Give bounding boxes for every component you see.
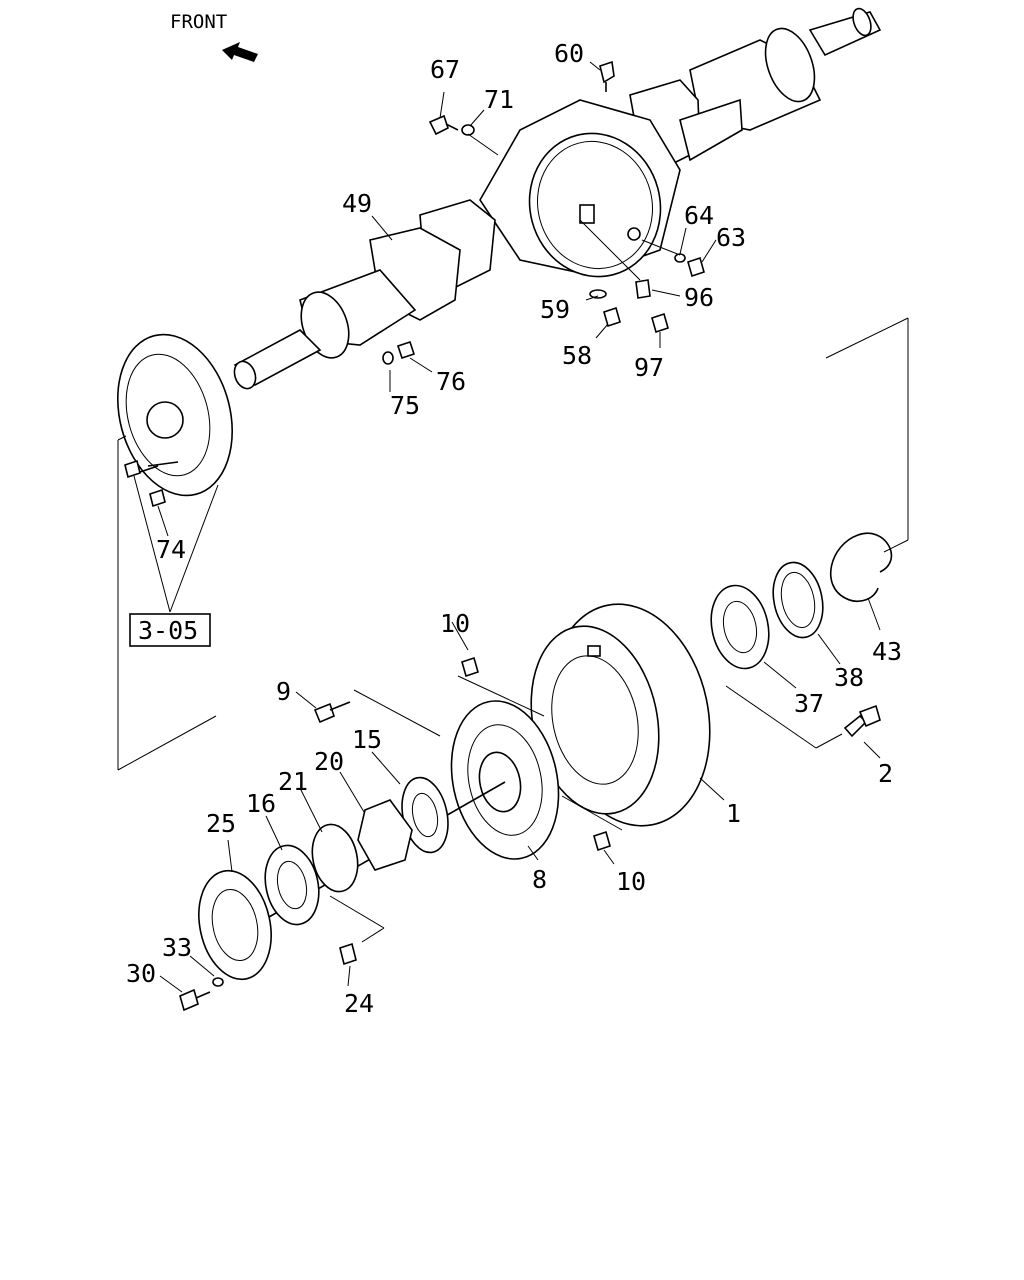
housing-small-parts — [382, 60, 705, 365]
reference-box-3-05[interactable]: 3-05 — [129, 613, 211, 647]
callout-9: 9 — [276, 677, 291, 706]
axle-housing — [233, 7, 882, 390]
callout-74: 74 — [156, 535, 186, 564]
callout-25: 25 — [206, 809, 236, 838]
callout-67: 67 — [430, 55, 460, 84]
front-arrow-icon — [222, 42, 258, 62]
callout-33: 33 — [162, 933, 192, 962]
callout-97: 97 — [634, 353, 664, 382]
callout-96: 96 — [684, 283, 714, 312]
callout-58: 58 — [562, 341, 592, 370]
callout-37: 37 — [794, 689, 824, 718]
callout-71: 71 — [484, 85, 514, 114]
callout-59: 59 — [540, 295, 570, 324]
callout-43: 43 — [872, 637, 902, 666]
callout-30: 30 — [126, 959, 156, 988]
callout-63: 63 — [716, 223, 746, 252]
callout-10-lower: 10 — [616, 867, 646, 896]
callout-10-upper: 10 — [440, 609, 470, 638]
front-label: FRONT — [170, 11, 227, 33]
hub-drum-assembly — [179, 532, 893, 1012]
reference-box-label: 3-05 — [138, 616, 198, 645]
brake-backing-plate — [116, 333, 234, 508]
callout-60: 60 — [554, 39, 584, 68]
callout-15: 15 — [352, 725, 382, 754]
callout-49: 49 — [342, 189, 372, 218]
callout-21: 21 — [278, 767, 308, 796]
callout-75: 75 — [390, 391, 420, 420]
leader-lines — [117, 61, 909, 993]
front-orientation-marker: FRONT — [170, 11, 258, 62]
callout-38: 38 — [834, 663, 864, 692]
callout-24: 24 — [344, 989, 374, 1018]
callout-20: 20 — [314, 747, 344, 776]
callout-1: 1 — [726, 799, 741, 828]
callout-16: 16 — [246, 789, 276, 818]
callout-64: 64 — [684, 201, 714, 230]
callout-76: 76 — [436, 367, 466, 396]
callout-8: 8 — [532, 865, 547, 894]
callout-2: 2 — [878, 759, 893, 788]
callouts: 60 67 71 49 64 63 96 59 58 97 76 75 74 1… — [126, 39, 902, 1018]
